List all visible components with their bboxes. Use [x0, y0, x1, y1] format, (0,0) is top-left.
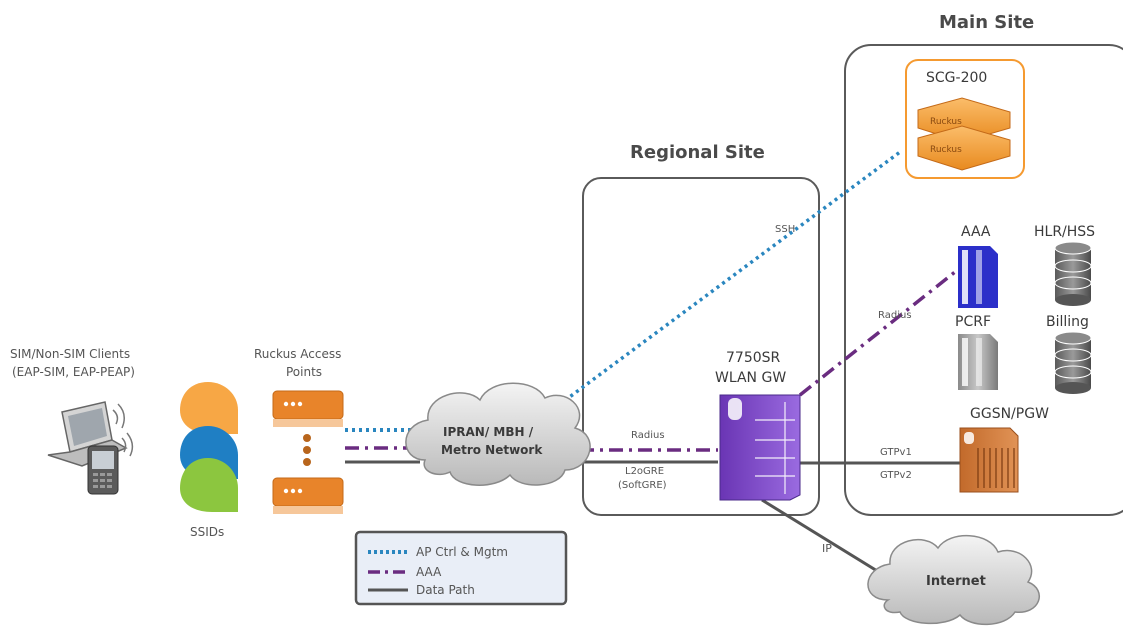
ap-label-line1: Ruckus Access: [254, 347, 341, 361]
ipran-label-line1: IPRAN/ MBH /: [443, 425, 534, 439]
gw-label-line2: WLAN GW: [715, 370, 786, 386]
hlr-label: HLR/HSS: [1034, 224, 1095, 240]
ap-label-line2: Points: [286, 365, 322, 379]
ssid-orange-icon: [180, 382, 238, 434]
softgre-label: (SoftGRE): [618, 480, 667, 491]
aaa-link-gw-aaa: [798, 270, 957, 397]
legend-ctrl-label: AP Ctrl & Mgtm: [416, 545, 508, 559]
legend-aaa-label: AAA: [416, 565, 442, 579]
legend: AP Ctrl & Mgtm AAA Data Path: [354, 530, 568, 606]
internet-cloud: Internet: [867, 535, 1040, 626]
gtpv2-label: GTPv2: [880, 470, 912, 481]
gw-label-line1: 7750SR: [726, 350, 781, 366]
hlr-database-icon: [1054, 241, 1092, 306]
access-point-top-icon: [272, 390, 344, 427]
aaa-label: AAA: [961, 224, 991, 240]
l2ogre-label: L2oGRE: [625, 466, 664, 477]
clients-label-line1: SIM/Non-SIM Clients: [10, 347, 130, 361]
main-site-title: Main Site: [939, 12, 1034, 33]
ssids-label: SSIDs: [190, 525, 224, 539]
pcrf-server-icon: [958, 334, 998, 390]
ssid-green-icon: [180, 458, 238, 512]
gtpv1-label: GTPv1: [880, 447, 912, 458]
ggsn-server-icon: [959, 427, 1019, 493]
ssh-label: SSH: [775, 224, 795, 235]
scg-brand-bottom: Ruckus: [930, 145, 962, 155]
legend-data-label: Data Path: [416, 583, 475, 597]
pcrf-label: PCRF: [955, 314, 991, 330]
scg-brand-top: Ruckus: [930, 117, 962, 127]
ggsn-label: GGSN/PGW: [970, 406, 1049, 422]
clients-label-line2: (EAP-SIM, EAP-PEAP): [12, 365, 135, 379]
billing-database-icon: [1054, 331, 1092, 394]
ipran-cloud: IPRAN/ MBH / Metro Network: [405, 382, 591, 486]
aaa-server-icon: [958, 246, 998, 308]
ctrl-link-cloud-scg: [546, 150, 902, 415]
internet-label: Internet: [926, 574, 986, 589]
radius-regional-label: Radius: [631, 430, 665, 441]
client-devices-icon: [47, 401, 134, 495]
ipran-label-line2: Metro Network: [441, 443, 543, 457]
radius-main-label: Radius: [878, 310, 912, 321]
regional-site-title: Regional Site: [630, 142, 765, 163]
wlan-gateway-icon: [719, 394, 801, 501]
scg-label: SCG-200: [926, 70, 987, 86]
access-point-dots-icon: [303, 434, 311, 466]
ip-label: IP: [822, 542, 832, 555]
access-point-bottom-icon: [272, 477, 344, 514]
scg-200-device: SCG-200 Ruckus Ruckus: [905, 59, 1025, 179]
billing-label: Billing: [1046, 314, 1089, 330]
data-link-gw-internet: [761, 498, 896, 584]
